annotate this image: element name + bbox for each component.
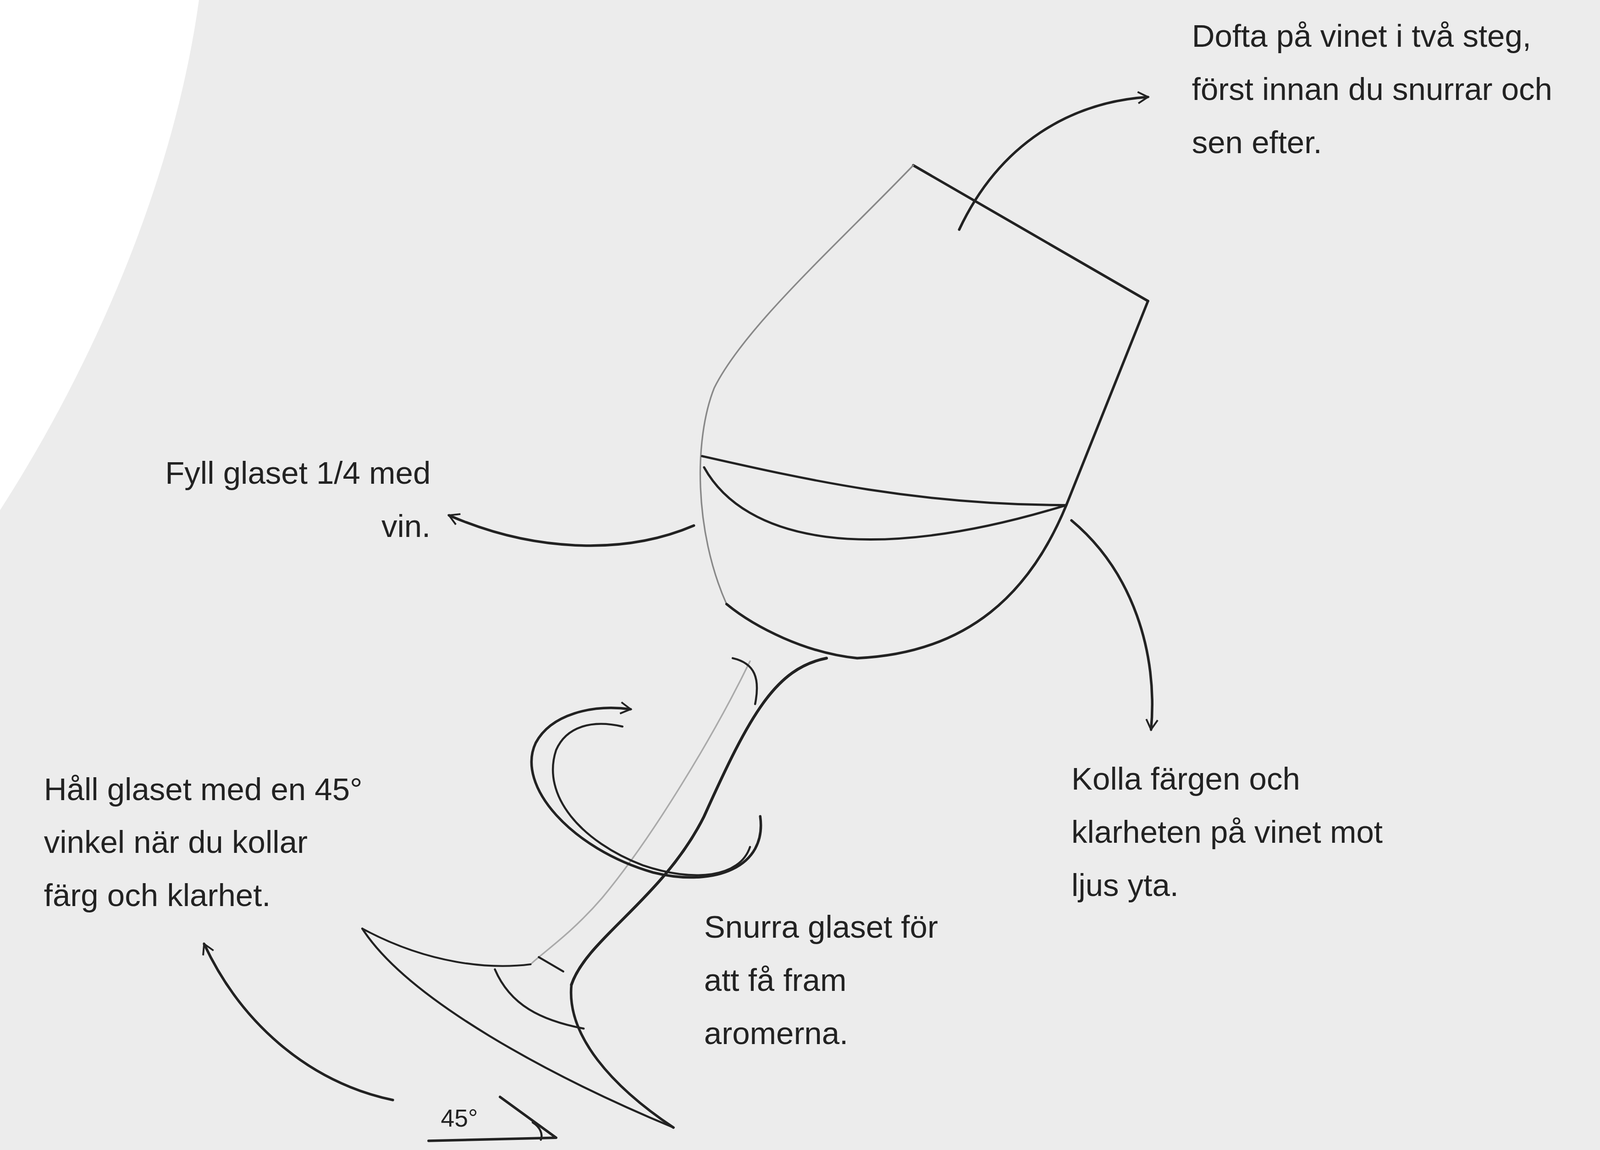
- leader-arrow: [959, 96, 1148, 230]
- angle-label: 45°: [441, 1091, 503, 1145]
- glass-stem: [732, 657, 757, 704]
- glass-foot: [571, 984, 674, 1128]
- bowl-right-side: [726, 300, 1148, 658]
- leader-arrow: [448, 515, 694, 546]
- wine-surface: [704, 467, 1067, 540]
- callout-text: Kolla färgen och klarheten på vinet mot …: [1071, 752, 1398, 912]
- leader-arrow: [204, 943, 393, 1100]
- callout-text: Fyll glaset 1/4 med vin.: [163, 446, 431, 553]
- angle-mark: [532, 1122, 542, 1140]
- bowl-left-side: [700, 165, 914, 605]
- glass-foot: [538, 956, 563, 972]
- swirl-arrow: [531, 707, 761, 878]
- leader-arrow: [1071, 520, 1153, 730]
- wine-surface: [701, 456, 1067, 506]
- glass-foot: [495, 969, 585, 1029]
- callout-text: Snurra glaset för att få fram aromerna.: [704, 900, 955, 1060]
- callout-text: Håll glaset med en 45° vinkel när du kol…: [44, 763, 366, 923]
- callout-text: Dofta på vinet i två steg, först innan d…: [1191, 10, 1570, 170]
- glass-rim: [913, 165, 1148, 302]
- white-corner: [0, 0, 199, 511]
- glass-foot: [362, 928, 674, 1128]
- swirl-arrow: [552, 723, 751, 876]
